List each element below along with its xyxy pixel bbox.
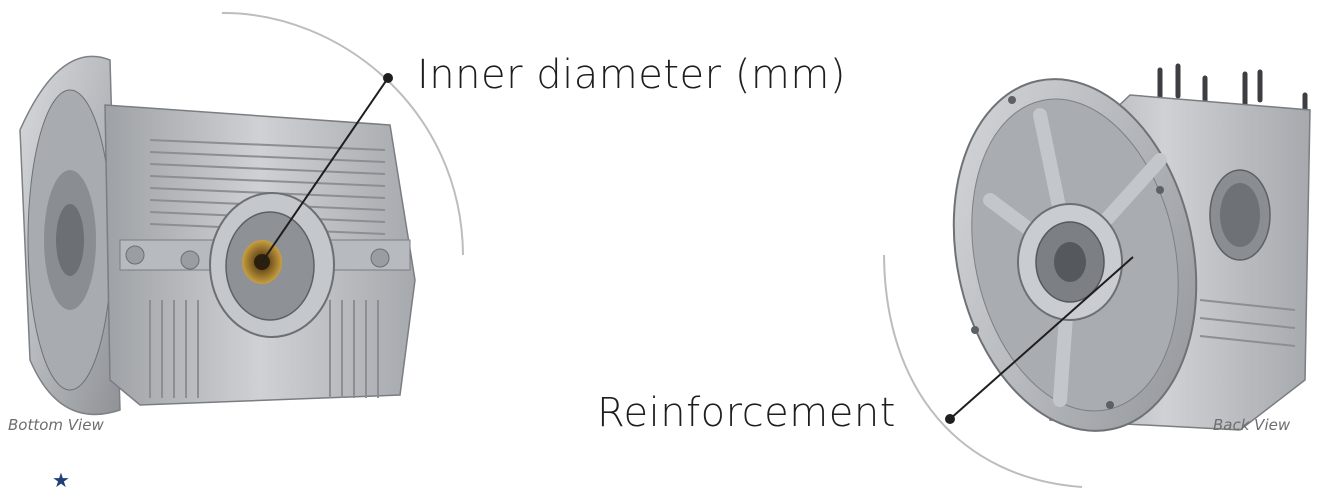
back-view-engine-image <box>952 63 1311 432</box>
decorative-arc-bottom <box>883 254 1083 488</box>
back-view-caption: Back View <box>1213 416 1291 434</box>
bottom-view-engine-image <box>19 55 416 416</box>
inner-diameter-label: Inner diameter (mm) <box>417 52 846 98</box>
bottom-view-caption: Bottom View <box>8 416 104 434</box>
reinforcement-leader-line <box>949 256 1134 420</box>
reinforcement-leader-dot <box>945 414 955 424</box>
star-icon: ★ <box>52 468 70 492</box>
inner-diameter-leader-dot <box>383 73 393 83</box>
inner-diameter-leader-line <box>261 77 389 263</box>
reinforcement-label: Reinforcement <box>597 390 896 436</box>
